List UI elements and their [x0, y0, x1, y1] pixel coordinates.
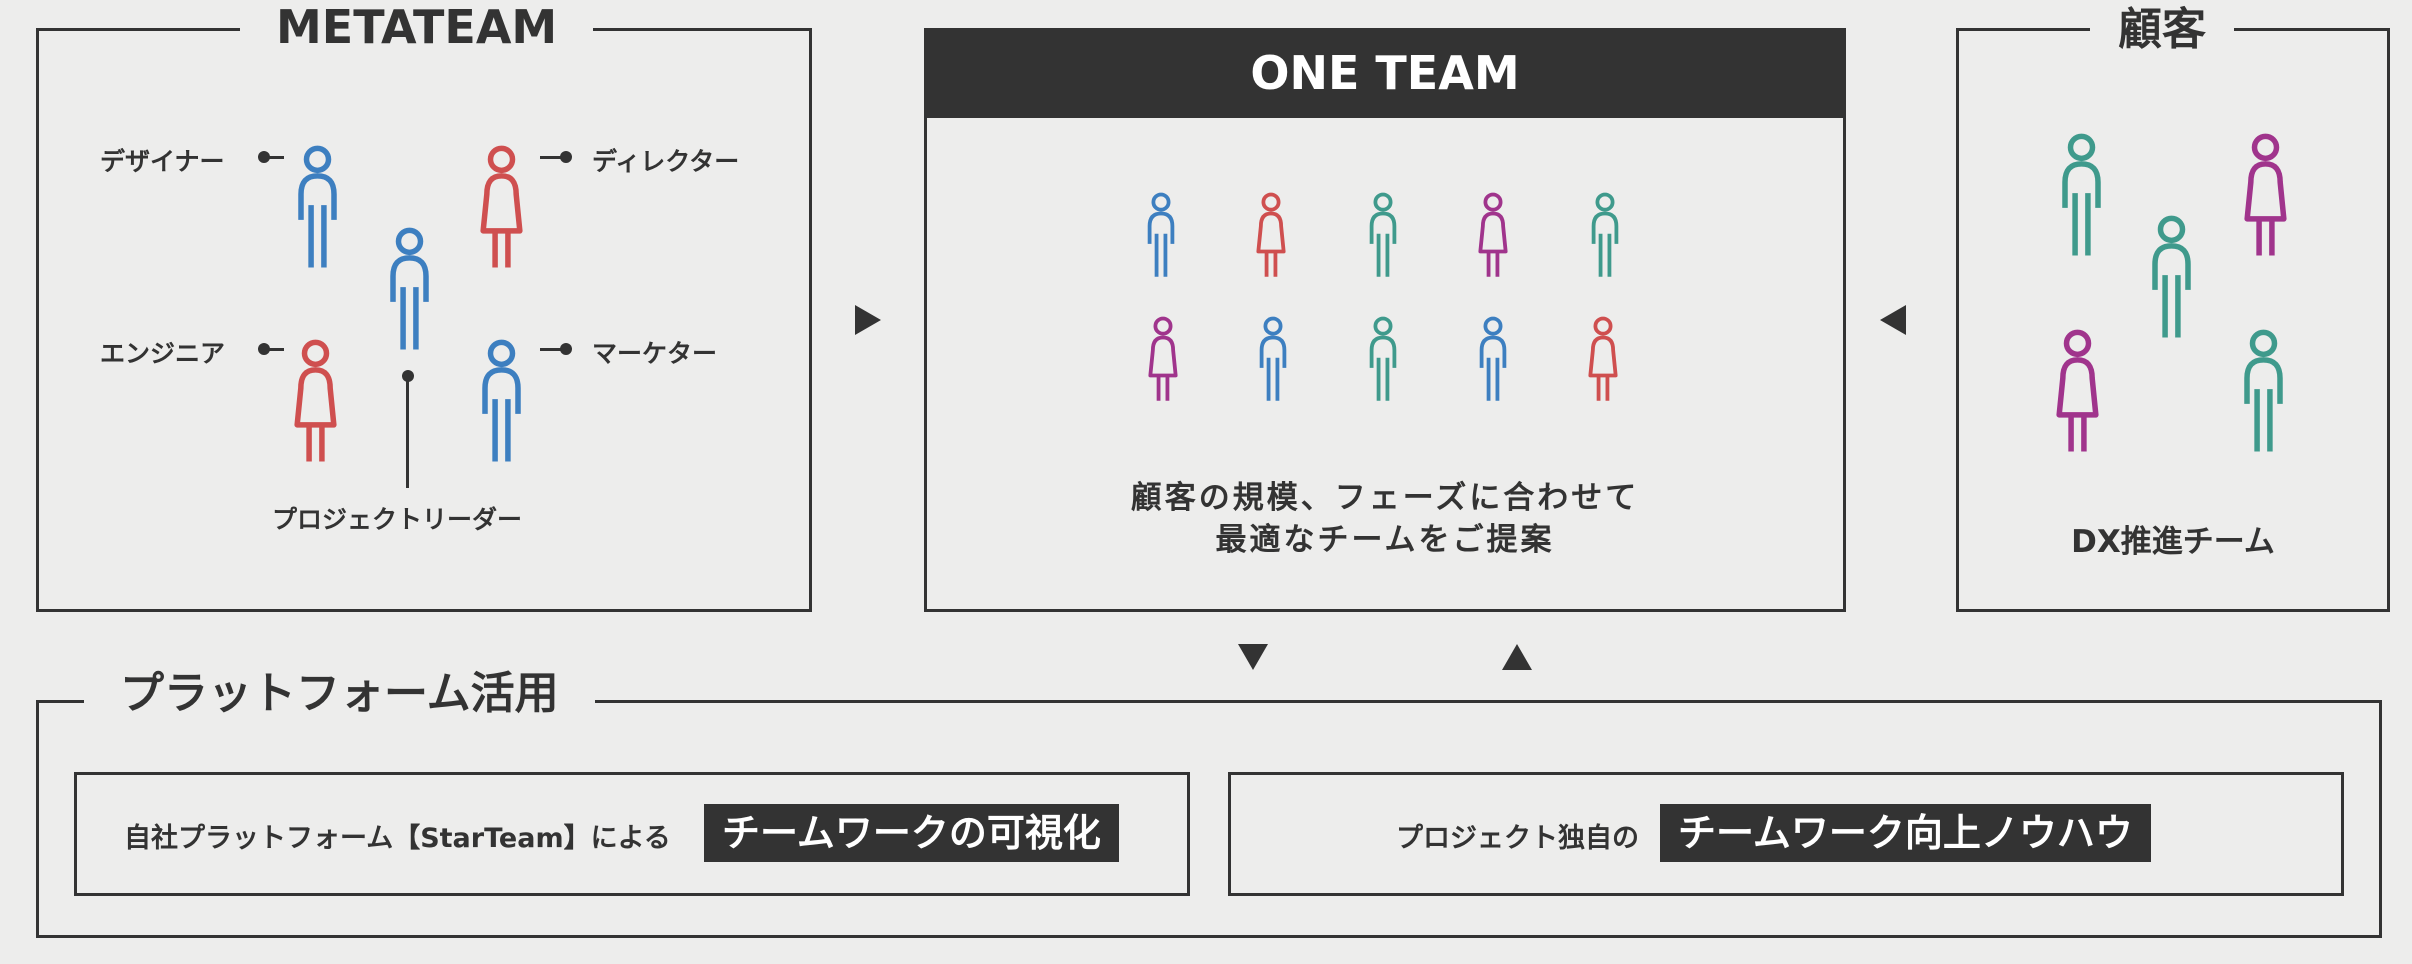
person-icon — [2144, 212, 2199, 342]
person-icon — [2054, 130, 2109, 260]
person-icon — [474, 336, 529, 466]
platform-box — [36, 700, 2382, 938]
person-icon — [1144, 314, 1182, 404]
triangle-right-icon — [855, 305, 881, 335]
customer-caption: DX推進チーム — [2071, 524, 2275, 560]
marketer-pointer-dot — [560, 343, 572, 355]
director-pointer-line — [540, 156, 566, 159]
engineer-label: エンジニア — [100, 339, 226, 368]
triangle-up-icon — [1502, 644, 1532, 670]
triangle-left-icon — [1880, 305, 1906, 335]
person-icon — [1474, 190, 1512, 280]
person-icon — [288, 336, 343, 466]
person-icon — [2238, 130, 2293, 260]
project-leader-pointer-line — [406, 376, 409, 488]
metateam-title: METATEAM — [240, 4, 594, 50]
platform-right-highlight: チームワーク向上ノウハウ — [1660, 804, 2151, 862]
person-icon — [1586, 190, 1624, 280]
designer-pointer-line — [264, 156, 284, 159]
platform-title: プラットフォーム活用 — [84, 672, 595, 716]
person-icon — [1364, 190, 1402, 280]
person-icon — [1254, 314, 1292, 404]
one-team-caption-line1: 顧客の規模、フェーズに合わせて — [1130, 480, 1640, 516]
person-icon — [290, 142, 345, 272]
person-icon — [2050, 326, 2105, 456]
person-icon — [1474, 314, 1512, 404]
person-icon — [1584, 314, 1622, 404]
person-icon — [1364, 314, 1402, 404]
platform-left-prefix: 自社プラットフォーム【StarTeam】による — [124, 823, 671, 854]
platform-left-highlight: チームワークの可視化 — [704, 804, 1119, 862]
one-team-caption-line2: 最適なチームをご提案 — [1215, 522, 1555, 558]
person-icon — [1252, 190, 1290, 280]
director-pointer-dot — [560, 151, 572, 163]
one-team-title: ONE TEAM — [1250, 46, 1520, 100]
one-team-header — [924, 28, 1846, 118]
person-icon — [2236, 326, 2291, 456]
designer-label: デザイナー — [100, 147, 225, 176]
platform-right-prefix: プロジェクト独自の — [1396, 823, 1639, 854]
platform-left-panel — [74, 772, 1190, 896]
engineer-pointer-line — [264, 348, 284, 351]
project-leader-label: プロジェクトリーダー — [272, 505, 523, 534]
customer-title: 顧客 — [2090, 8, 2234, 52]
person-icon — [382, 224, 437, 354]
marketer-pointer-line — [540, 348, 566, 351]
marketer-label: マーケター — [592, 339, 718, 368]
person-icon — [1142, 190, 1180, 280]
person-icon — [474, 142, 529, 272]
triangle-down-icon — [1238, 644, 1268, 670]
director-label: ディレクター — [592, 147, 740, 176]
platform-right-panel — [1228, 772, 2344, 896]
